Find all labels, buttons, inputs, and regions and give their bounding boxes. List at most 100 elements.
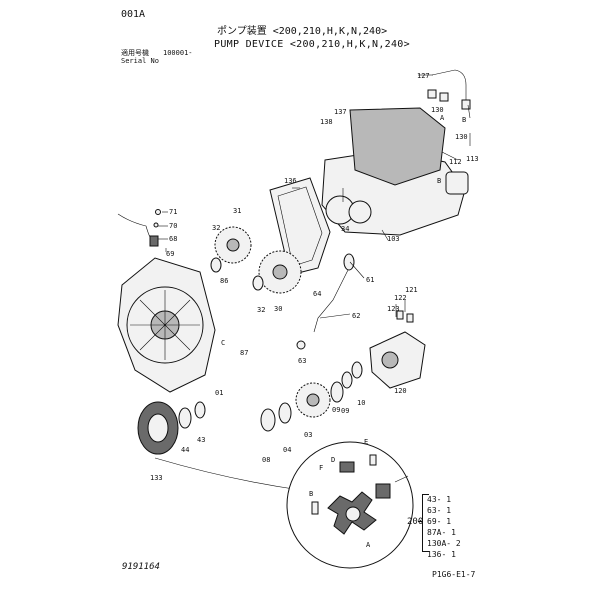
callout-label: B: [437, 177, 441, 185]
detail-block: [375, 483, 391, 499]
callout-label: D: [331, 456, 335, 464]
detail-pin-b: [311, 501, 319, 515]
part-label: 103: [387, 235, 400, 243]
part-label: 113: [466, 155, 479, 163]
gear-hub: [306, 393, 320, 407]
pilot-pump-port: [381, 351, 399, 369]
part-label: 08: [262, 456, 270, 464]
document-number: 9191164: [122, 562, 160, 572]
part-label: 32: [257, 306, 265, 314]
part-label: 04: [283, 446, 291, 454]
detail-bolt: [394, 475, 409, 483]
part-label: 130: [431, 106, 444, 114]
bolt-71: [155, 209, 161, 215]
figure-code: P1G6-E1-7: [432, 570, 476, 579]
part-label: 03: [304, 431, 312, 439]
serial-label-jp: 適用号機: [121, 49, 149, 57]
washer-70: [153, 222, 159, 228]
serial-label-en: Serial No: [121, 57, 159, 65]
ring-10: [351, 361, 363, 379]
title-japanese: ポンプ装置 <200,210,H,K,N,240>: [217, 26, 388, 37]
part-label: 71: [169, 208, 177, 216]
ring-43: [194, 401, 206, 419]
sensor-68: [149, 235, 159, 247]
kit-item: 43- 1: [427, 495, 452, 504]
serial-value: 100001-: [163, 49, 193, 57]
ring-44: [178, 407, 192, 429]
part-label: 68: [169, 235, 177, 243]
fitting: [461, 99, 471, 110]
leader-lines: [158, 74, 471, 319]
part-label: 34: [341, 225, 349, 233]
part-label: 64: [313, 290, 321, 298]
fitting: [427, 89, 437, 99]
part-label: 30: [274, 305, 282, 313]
part-label: 70: [169, 222, 177, 230]
callout-label: C: [221, 339, 225, 347]
part-label: 138: [320, 118, 333, 126]
kit-item: 63- 1: [427, 506, 452, 515]
part-label: 127: [417, 72, 430, 80]
callout-label: A: [366, 541, 371, 549]
gear-hub: [272, 264, 288, 280]
part-label: 62: [352, 312, 360, 320]
part-label: 133: [150, 474, 163, 482]
gear-hub: [226, 238, 240, 252]
bearing-32: [210, 257, 222, 273]
callout-label: E: [364, 438, 368, 446]
part-label: 09: [332, 406, 340, 414]
shaft-04: [278, 402, 292, 424]
part-label: 44: [181, 446, 189, 454]
part-label: 10: [357, 399, 365, 407]
part-label: 63: [298, 357, 306, 365]
pump-shaft-flange: [348, 200, 372, 224]
callout-label: F: [319, 464, 323, 472]
part-label: 87: [240, 349, 248, 357]
part-label: 69: [166, 250, 174, 258]
kit-item: 87A- 1: [427, 528, 456, 537]
fitting-122: [406, 313, 414, 323]
part-label: 31: [233, 207, 241, 215]
part-label: 130: [455, 133, 468, 141]
bearing-08: [330, 381, 344, 403]
ring-09: [341, 371, 353, 389]
part-label: 43: [197, 436, 205, 444]
title-english: PUMP DEVICE <200,210,H,K,N,240>: [214, 39, 410, 50]
bearing-08: [260, 408, 276, 432]
part-label: 09: [341, 407, 349, 415]
callout-label: B: [462, 116, 466, 124]
kit-item: 69- 1: [427, 517, 452, 526]
part-label: 120: [394, 387, 407, 395]
page-code: 001A: [121, 9, 146, 20]
detail-pointer: [154, 457, 301, 491]
kit-number: 200: [407, 517, 424, 527]
pipe-127: [431, 69, 467, 104]
part-label: 01: [215, 389, 223, 397]
seal-63: [296, 340, 306, 350]
part-label: 123: [387, 305, 400, 313]
part-label: 112: [449, 158, 462, 166]
kit-bracket: [422, 494, 429, 552]
kit-item: 136- 1: [427, 550, 456, 559]
housing-ribs: [130, 290, 200, 360]
fitting: [439, 92, 449, 102]
kit-tick: [418, 521, 422, 522]
part-label: 121: [405, 286, 418, 294]
detail-bolt-e: [369, 454, 377, 466]
part-label: 32: [212, 224, 220, 232]
regulator-block: [349, 107, 446, 186]
pipe-62: [313, 269, 349, 333]
gauge-61: [343, 253, 355, 271]
part-label: 86: [220, 277, 228, 285]
kit-item: 130A- 2: [427, 539, 461, 548]
callout-label: B: [309, 490, 313, 498]
part-label: 137: [334, 108, 347, 116]
part-label: 122: [394, 294, 407, 302]
detail-block-d: [339, 461, 355, 473]
port-112: [445, 171, 469, 195]
coupling-hub: [147, 413, 169, 443]
part-label: 61: [366, 276, 374, 284]
bearing-32: [252, 275, 264, 291]
